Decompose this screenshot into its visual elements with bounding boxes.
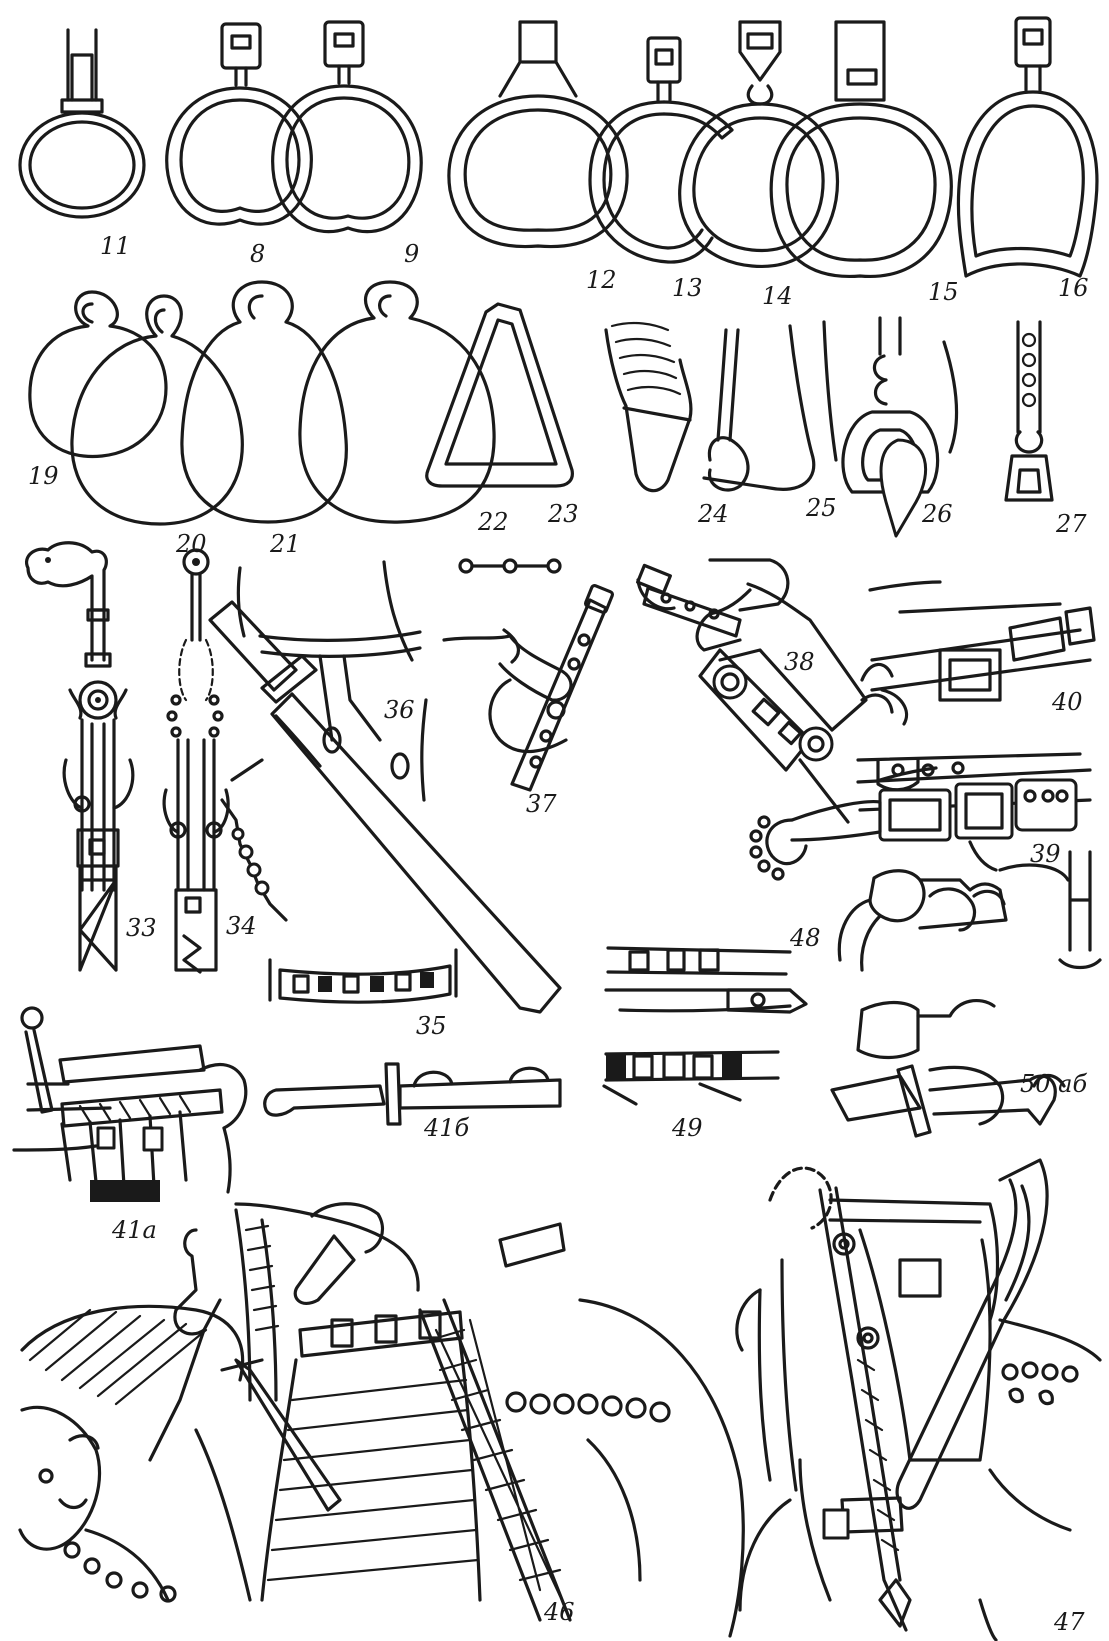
stirrup-fig-9 bbox=[271, 20, 423, 234]
stirrup-fig-16 bbox=[956, 16, 1099, 278]
stirrup-fig-23 bbox=[425, 302, 574, 488]
stirrup-fig-11 bbox=[18, 28, 146, 219]
stirrup-fig-8 bbox=[165, 22, 313, 226]
fig-label-36: 36 bbox=[384, 696, 415, 724]
fig-label-47: 47 bbox=[1053, 1608, 1085, 1636]
rider-foot-fig-24 bbox=[604, 321, 693, 493]
fig-label-16: 16 bbox=[1058, 274, 1089, 302]
stirrup-fig-15 bbox=[769, 20, 953, 279]
fig-label-19: 19 bbox=[28, 462, 59, 490]
stirrup-fig-22 bbox=[298, 280, 496, 524]
fig-label-38: 38 bbox=[784, 648, 815, 676]
stirrup-fig-14 bbox=[678, 20, 840, 269]
fig-label-8: 8 bbox=[250, 240, 265, 268]
sword-dragon-pommel-fig-33 bbox=[25, 541, 135, 972]
belt-fig-35 bbox=[268, 948, 458, 1004]
dagger-on-belt-fig-39 bbox=[749, 752, 1092, 881]
stirrup-fig-12 bbox=[447, 20, 629, 249]
dagger-fig-41b bbox=[263, 1062, 562, 1126]
fig-label-23: 23 bbox=[547, 500, 579, 528]
mounted-warrior-scene-fig-47 bbox=[735, 1158, 1102, 1641]
fig-label-14: 14 bbox=[762, 282, 793, 310]
fig-label-40: 40 bbox=[1051, 688, 1083, 716]
hand-with-dagger-fig-38 bbox=[636, 558, 868, 824]
fig-label-15: 15 bbox=[928, 278, 959, 306]
mounted-archer-scene-fig-46 bbox=[18, 1202, 745, 1638]
belt-detail-fig-40 bbox=[860, 580, 1096, 726]
fig-label-25: 25 bbox=[805, 494, 837, 522]
stirrup-on-chain-fig-27 bbox=[1004, 320, 1054, 502]
long-sword-fig-36 bbox=[208, 560, 562, 1014]
fig-label-41a: 41а bbox=[111, 1216, 157, 1244]
fig-label-37: 37 bbox=[526, 790, 557, 818]
fig-label-24: 24 bbox=[697, 500, 729, 528]
stirrup-fig-21 bbox=[180, 280, 348, 524]
fig-label-48: 48 bbox=[789, 924, 821, 952]
hand-with-hilt-fig-50 bbox=[830, 850, 1102, 1138]
fig-label-50: 50 аб bbox=[1020, 1070, 1087, 1098]
fig-label-26: 26 bbox=[921, 500, 953, 528]
fig-label-21: 21 bbox=[269, 530, 301, 558]
belt-fig-48 bbox=[604, 946, 808, 1014]
fig-label-20: 20 bbox=[175, 530, 207, 558]
stirrup-fig-13 bbox=[588, 36, 734, 264]
fig-label-35: 35 bbox=[416, 1012, 447, 1040]
belt-fig-49 bbox=[602, 1050, 780, 1106]
stirrup-with-foot-fig-26 bbox=[841, 316, 959, 538]
hand-with-sheath-fig-37 bbox=[442, 558, 615, 792]
fig-label-22: 22 bbox=[477, 508, 509, 536]
fig-label-49: 49 bbox=[671, 1114, 703, 1142]
sword-with-beads-fig-34 bbox=[162, 548, 288, 974]
stirrup-fig-20 bbox=[70, 294, 244, 526]
fig-label-27: 27 bbox=[1055, 510, 1087, 538]
stirrup-fig-19 bbox=[28, 290, 168, 459]
fig-label-46: 46 bbox=[543, 1598, 575, 1626]
belt-with-pendants-fig-41a bbox=[12, 1006, 248, 1202]
fig-label-9: 9 bbox=[404, 240, 419, 268]
fig-label-34: 34 bbox=[226, 912, 257, 940]
fig-label-39: 39 bbox=[1030, 840, 1061, 868]
fig-label-13: 13 bbox=[672, 274, 703, 302]
fig-label-12: 12 bbox=[586, 266, 617, 294]
rider-foot-fig-25 bbox=[702, 320, 838, 492]
fig-label-41b: 41б bbox=[423, 1114, 470, 1142]
fig-label-33: 33 bbox=[126, 914, 157, 942]
fig-label-11: 11 bbox=[100, 232, 131, 260]
